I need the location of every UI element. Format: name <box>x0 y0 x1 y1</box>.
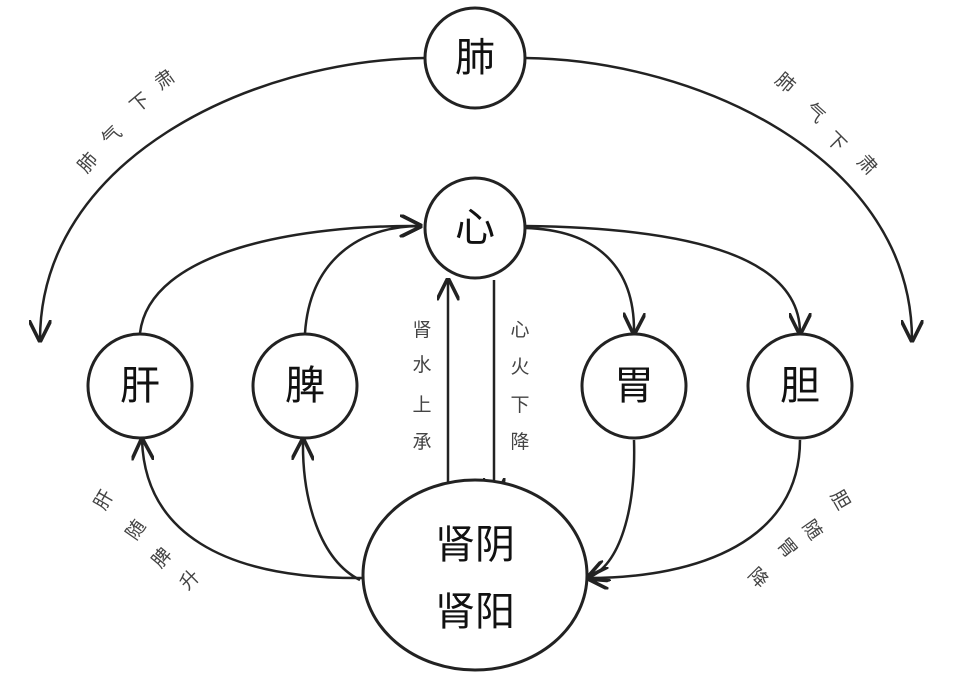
arrow-kidney-spleen <box>303 440 361 582</box>
svg-text:降: 降 <box>743 563 772 592</box>
node-heart-label: 心 <box>455 205 495 251</box>
node-kidney-yin-label: 肾阴 <box>435 522 515 568</box>
svg-text:心: 心 <box>510 319 529 341</box>
svg-text:气: 气 <box>801 98 830 127</box>
node-liver: 肝 <box>86 332 194 440</box>
arrow-stomach-kidney <box>588 439 636 578</box>
node-lung-label: 肺 <box>455 35 495 81</box>
svg-text:降: 降 <box>510 431 529 453</box>
node-lung: 肺 <box>423 6 527 110</box>
node-heart: 心 <box>423 176 527 280</box>
node-stomach: 胃 <box>580 332 688 440</box>
label-lung-left: 肃 下 气 肺 <box>73 66 179 178</box>
node-gallbladder-label: 胆 <box>780 363 820 409</box>
arrow-heart-gallbladder <box>524 224 800 333</box>
node-spleen-label: 脾 <box>285 363 325 409</box>
arrow-kidney-liver <box>142 440 367 580</box>
label-heart-fire-descends: 心 火 下 降 <box>510 319 529 453</box>
label-kidney-water-rises: 肾 水 上 承 <box>412 319 431 453</box>
svg-text:气: 气 <box>97 121 126 150</box>
svg-text:肃: 肃 <box>852 151 881 180</box>
svg-text:承: 承 <box>412 431 431 453</box>
svg-text:脾: 脾 <box>147 544 176 573</box>
label-liver-rises: 肝 随 脾 升 <box>90 486 205 594</box>
svg-text:胃: 胃 <box>772 534 801 563</box>
svg-text:升: 升 <box>175 565 204 594</box>
node-spleen: 脾 <box>251 332 359 440</box>
svg-text:肺: 肺 <box>73 149 102 178</box>
arrow-lung-right <box>524 56 912 340</box>
arrow-lung-left <box>40 56 426 340</box>
svg-text:下: 下 <box>510 394 529 416</box>
node-gallbladder: 胆 <box>746 332 854 440</box>
svg-text:水: 水 <box>412 354 431 376</box>
node-kidney-yang-label: 肾阳 <box>435 589 515 635</box>
svg-text:随: 随 <box>798 516 827 544</box>
svg-text:肝: 肝 <box>90 486 119 513</box>
arrow-liver-heart <box>138 226 420 334</box>
svg-text:肾: 肾 <box>412 319 431 341</box>
svg-text:随: 随 <box>122 516 151 544</box>
arrow-heart-stomach <box>524 226 634 333</box>
node-liver-label: 肝 <box>120 363 160 409</box>
node-kidney: 肾阴 肾阳 <box>361 478 589 672</box>
svg-text:肃: 肃 <box>151 66 179 95</box>
arrow-gallbladder-kidney <box>588 439 802 578</box>
node-stomach-label: 胃 <box>614 363 654 409</box>
svg-text:火: 火 <box>510 356 529 378</box>
svg-text:下: 下 <box>821 127 850 156</box>
svg-text:下: 下 <box>126 88 155 117</box>
arrow-spleen-heart <box>303 226 420 334</box>
label-gallbladder-descends: 胆 随 胃 降 <box>743 486 854 592</box>
svg-text:上: 上 <box>412 394 431 416</box>
svg-text:胆: 胆 <box>826 486 855 513</box>
svg-text:肺: 肺 <box>771 68 800 97</box>
